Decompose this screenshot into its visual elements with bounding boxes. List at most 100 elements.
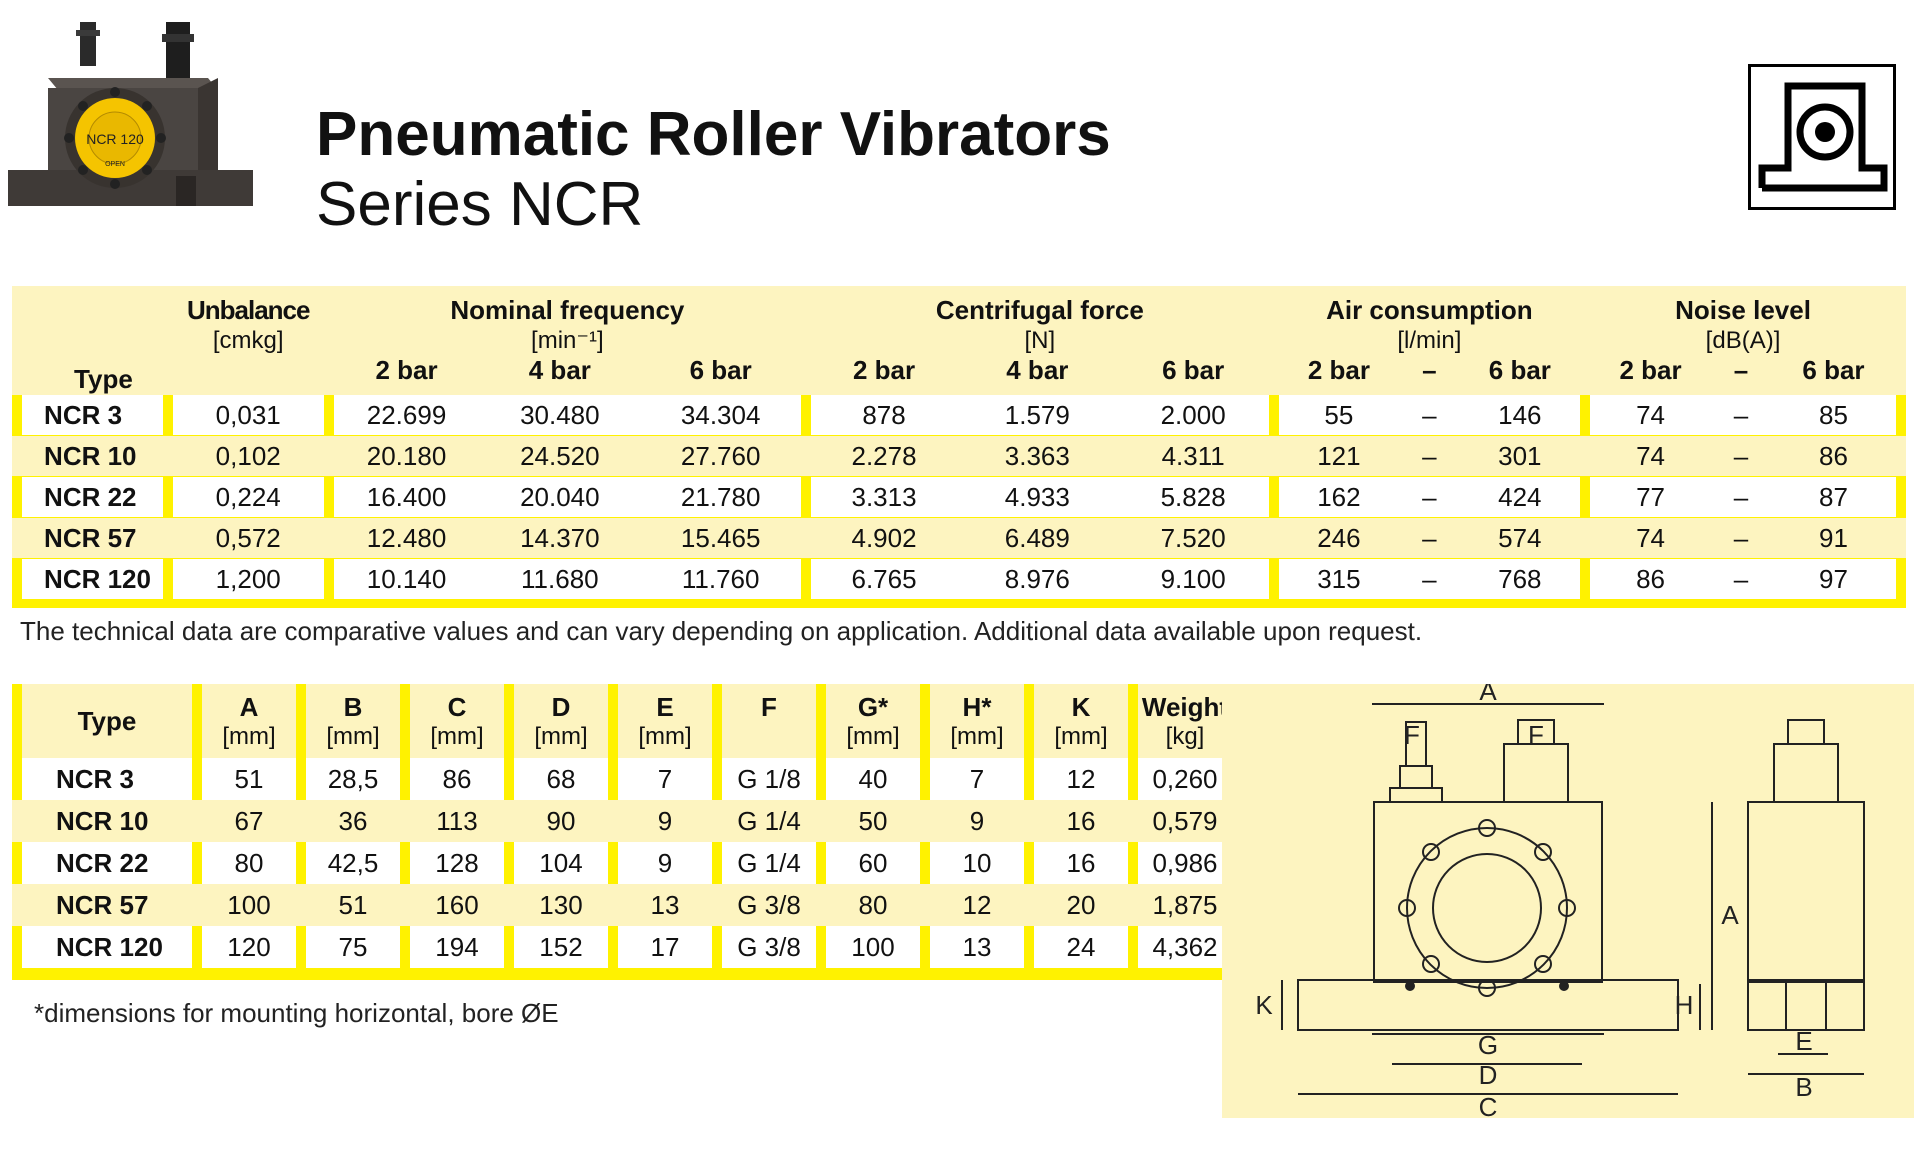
dim-col-header: H*[mm] bbox=[930, 684, 1024, 758]
subheader-air-2bar: 2 bar bbox=[1278, 355, 1400, 395]
col-header-noise-level: Noise level bbox=[1590, 286, 1896, 326]
value-cell: 13 bbox=[618, 884, 712, 926]
gap-cell bbox=[323, 476, 334, 518]
dash-cell: – bbox=[1710, 435, 1772, 477]
gap-cell bbox=[162, 435, 173, 477]
gap-cell bbox=[712, 926, 722, 968]
gap-cell bbox=[1580, 395, 1591, 436]
gap-cell bbox=[192, 758, 202, 800]
value-cell: 768 bbox=[1459, 558, 1581, 600]
gap-cell bbox=[12, 842, 22, 884]
gap-cell bbox=[323, 517, 334, 559]
dim-header-unit: [kg] bbox=[1165, 722, 1205, 750]
value-cell: 3.363 bbox=[956, 435, 1118, 477]
gap-cell bbox=[12, 926, 22, 968]
gap-cell bbox=[1128, 758, 1138, 800]
gap-cell bbox=[801, 435, 812, 477]
value-cell: 2.278 bbox=[811, 435, 957, 477]
value-cell: 13 bbox=[930, 926, 1024, 968]
gap-cell bbox=[1024, 926, 1034, 968]
dim-table-frame: Type A[mm]B[mm]C[mm]D[mm]E[mm]F G*[mm]H*… bbox=[12, 684, 1242, 980]
unbalance-cell: 0,224 bbox=[172, 476, 324, 518]
dash-cell: – bbox=[1710, 395, 1772, 436]
gap-cell bbox=[1024, 800, 1034, 842]
value-cell: 878 bbox=[811, 395, 957, 436]
dim-header-name: A bbox=[239, 691, 259, 722]
gap-cell bbox=[323, 435, 334, 477]
type-cell: NCR 57 bbox=[22, 517, 163, 559]
value-cell: 160 bbox=[410, 884, 504, 926]
value-cell: 130 bbox=[514, 884, 608, 926]
dash-cell: – bbox=[1399, 558, 1460, 600]
value-cell: 146 bbox=[1459, 395, 1581, 436]
gap-cell bbox=[1268, 558, 1279, 600]
value-cell: G 1/4 bbox=[722, 842, 816, 884]
subheader-noise-6bar: 6 bar bbox=[1771, 355, 1896, 395]
value-cell: G 1/8 bbox=[722, 758, 816, 800]
subheader-air-dash: – bbox=[1399, 355, 1460, 395]
value-cell: 27.760 bbox=[640, 435, 802, 477]
gap-cell bbox=[400, 842, 410, 884]
gap-cell bbox=[801, 476, 812, 518]
gap-cell bbox=[12, 684, 22, 758]
gap-cell bbox=[920, 926, 930, 968]
gap-cell bbox=[1024, 884, 1034, 926]
dim-col-header: F bbox=[722, 684, 816, 758]
value-cell: 4.933 bbox=[956, 476, 1118, 518]
value-cell: 100 bbox=[826, 926, 920, 968]
label-a-side: A bbox=[1721, 900, 1739, 930]
dim-col-header: Type bbox=[22, 684, 192, 758]
unit-unbalance: [cmkg] bbox=[172, 326, 324, 355]
value-cell: 28,5 bbox=[306, 758, 400, 800]
gap-cell bbox=[712, 884, 722, 926]
subheader-force-2bar: 2 bar bbox=[811, 355, 957, 395]
gap-cell bbox=[323, 395, 334, 436]
gap-cell bbox=[1580, 476, 1591, 518]
gap-cell bbox=[504, 684, 514, 758]
type-cell: NCR 120 bbox=[22, 926, 192, 968]
value-cell: 90 bbox=[514, 800, 608, 842]
type-cell: NCR 22 bbox=[22, 842, 192, 884]
subheader-noise-dash: – bbox=[1710, 355, 1772, 395]
value-cell: 1.579 bbox=[956, 395, 1118, 436]
gap-cell bbox=[296, 800, 306, 842]
value-cell: 12.480 bbox=[333, 517, 480, 559]
value-cell: 301 bbox=[1459, 435, 1581, 477]
gap-cell bbox=[1895, 517, 1906, 559]
gap-cell bbox=[1128, 884, 1138, 926]
gap-cell bbox=[12, 517, 23, 559]
value-cell: 6.765 bbox=[811, 558, 957, 600]
product-label-small: OPEN bbox=[105, 161, 125, 168]
dim-header-name: K bbox=[1071, 691, 1091, 722]
value-cell: 16 bbox=[1034, 842, 1128, 884]
dimensions-table: Type A[mm]B[mm]C[mm]D[mm]E[mm]F G*[mm]H*… bbox=[12, 684, 1242, 968]
value-cell: 77 bbox=[1590, 476, 1711, 518]
gap-cell bbox=[504, 926, 514, 968]
gap-cell bbox=[920, 884, 930, 926]
dash-cell: – bbox=[1399, 435, 1460, 477]
dim-header-unit: [mm] bbox=[430, 722, 484, 750]
value-cell: 7 bbox=[930, 758, 1024, 800]
label-h: H bbox=[1675, 990, 1694, 1020]
dim-col-header: B[mm] bbox=[306, 684, 400, 758]
subheader-force-6bar: 6 bar bbox=[1117, 355, 1269, 395]
gap-cell bbox=[712, 800, 722, 842]
gap-cell bbox=[816, 684, 826, 758]
gap-cell bbox=[1128, 842, 1138, 884]
subheader-force-4bar: 4 bar bbox=[956, 355, 1118, 395]
value-cell: 11.760 bbox=[640, 558, 802, 600]
value-cell: 9 bbox=[618, 800, 712, 842]
gap-cell bbox=[400, 684, 410, 758]
dim-header-name: Type bbox=[77, 705, 137, 736]
value-cell: 9.100 bbox=[1117, 558, 1269, 600]
value-cell: 120 bbox=[202, 926, 296, 968]
value-cell: 9 bbox=[930, 800, 1024, 842]
value-cell: 10 bbox=[930, 842, 1024, 884]
value-cell: 246 bbox=[1278, 517, 1400, 559]
